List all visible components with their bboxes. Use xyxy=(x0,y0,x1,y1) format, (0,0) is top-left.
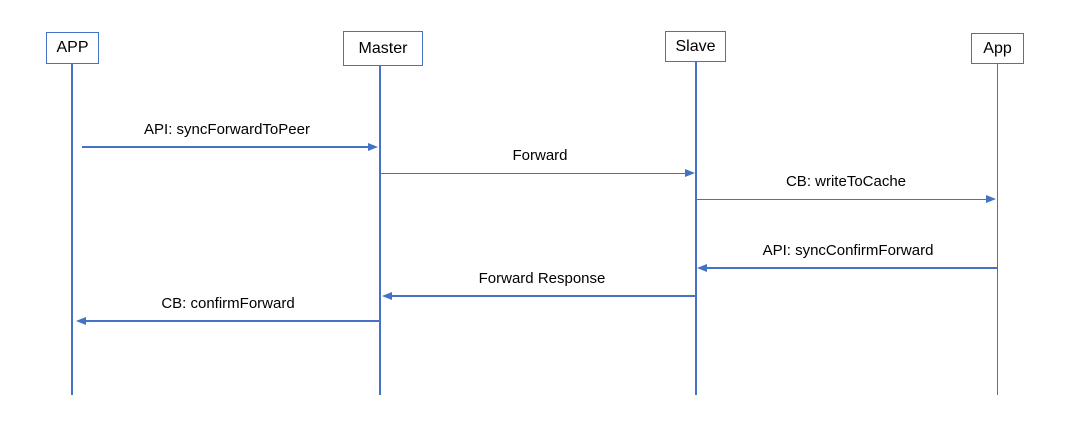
actor-label: Slave xyxy=(675,37,716,55)
message-label: CB: confirmForward xyxy=(161,295,295,312)
lifeline-master xyxy=(379,66,381,395)
actor-box-master: Master xyxy=(343,31,423,66)
message-line xyxy=(85,320,380,322)
actor-box-slave: Slave xyxy=(665,31,726,62)
actor-label: APP xyxy=(56,39,89,56)
message-label: API: syncConfirmForward xyxy=(762,242,934,259)
actor-label: Master xyxy=(358,39,408,57)
arrowhead-right-icon xyxy=(368,142,378,151)
message-line xyxy=(82,146,369,148)
arrowhead-right-icon xyxy=(685,169,695,177)
message-line xyxy=(391,295,696,297)
message-label: Forward xyxy=(512,147,568,164)
actor-label: App xyxy=(983,39,1012,57)
actor-box-app-right: App xyxy=(971,33,1024,64)
message-label: API: syncForwardToPeer xyxy=(144,121,310,138)
lifeline-slave xyxy=(695,62,697,395)
arrowhead-left-icon xyxy=(697,263,707,272)
message-label: CB: writeToCache xyxy=(785,173,907,190)
message-label: Forward Response xyxy=(478,270,606,287)
message-line xyxy=(380,172,686,175)
actor-box-app-left: APP xyxy=(46,32,99,64)
message-line xyxy=(706,267,997,269)
lifeline-app-left xyxy=(71,64,73,395)
arrowhead-right-icon xyxy=(986,194,996,203)
arrowhead-left-icon xyxy=(76,316,86,325)
message-line xyxy=(696,198,987,201)
arrowhead-left-icon xyxy=(382,291,392,300)
lifeline-app-right xyxy=(996,64,999,395)
